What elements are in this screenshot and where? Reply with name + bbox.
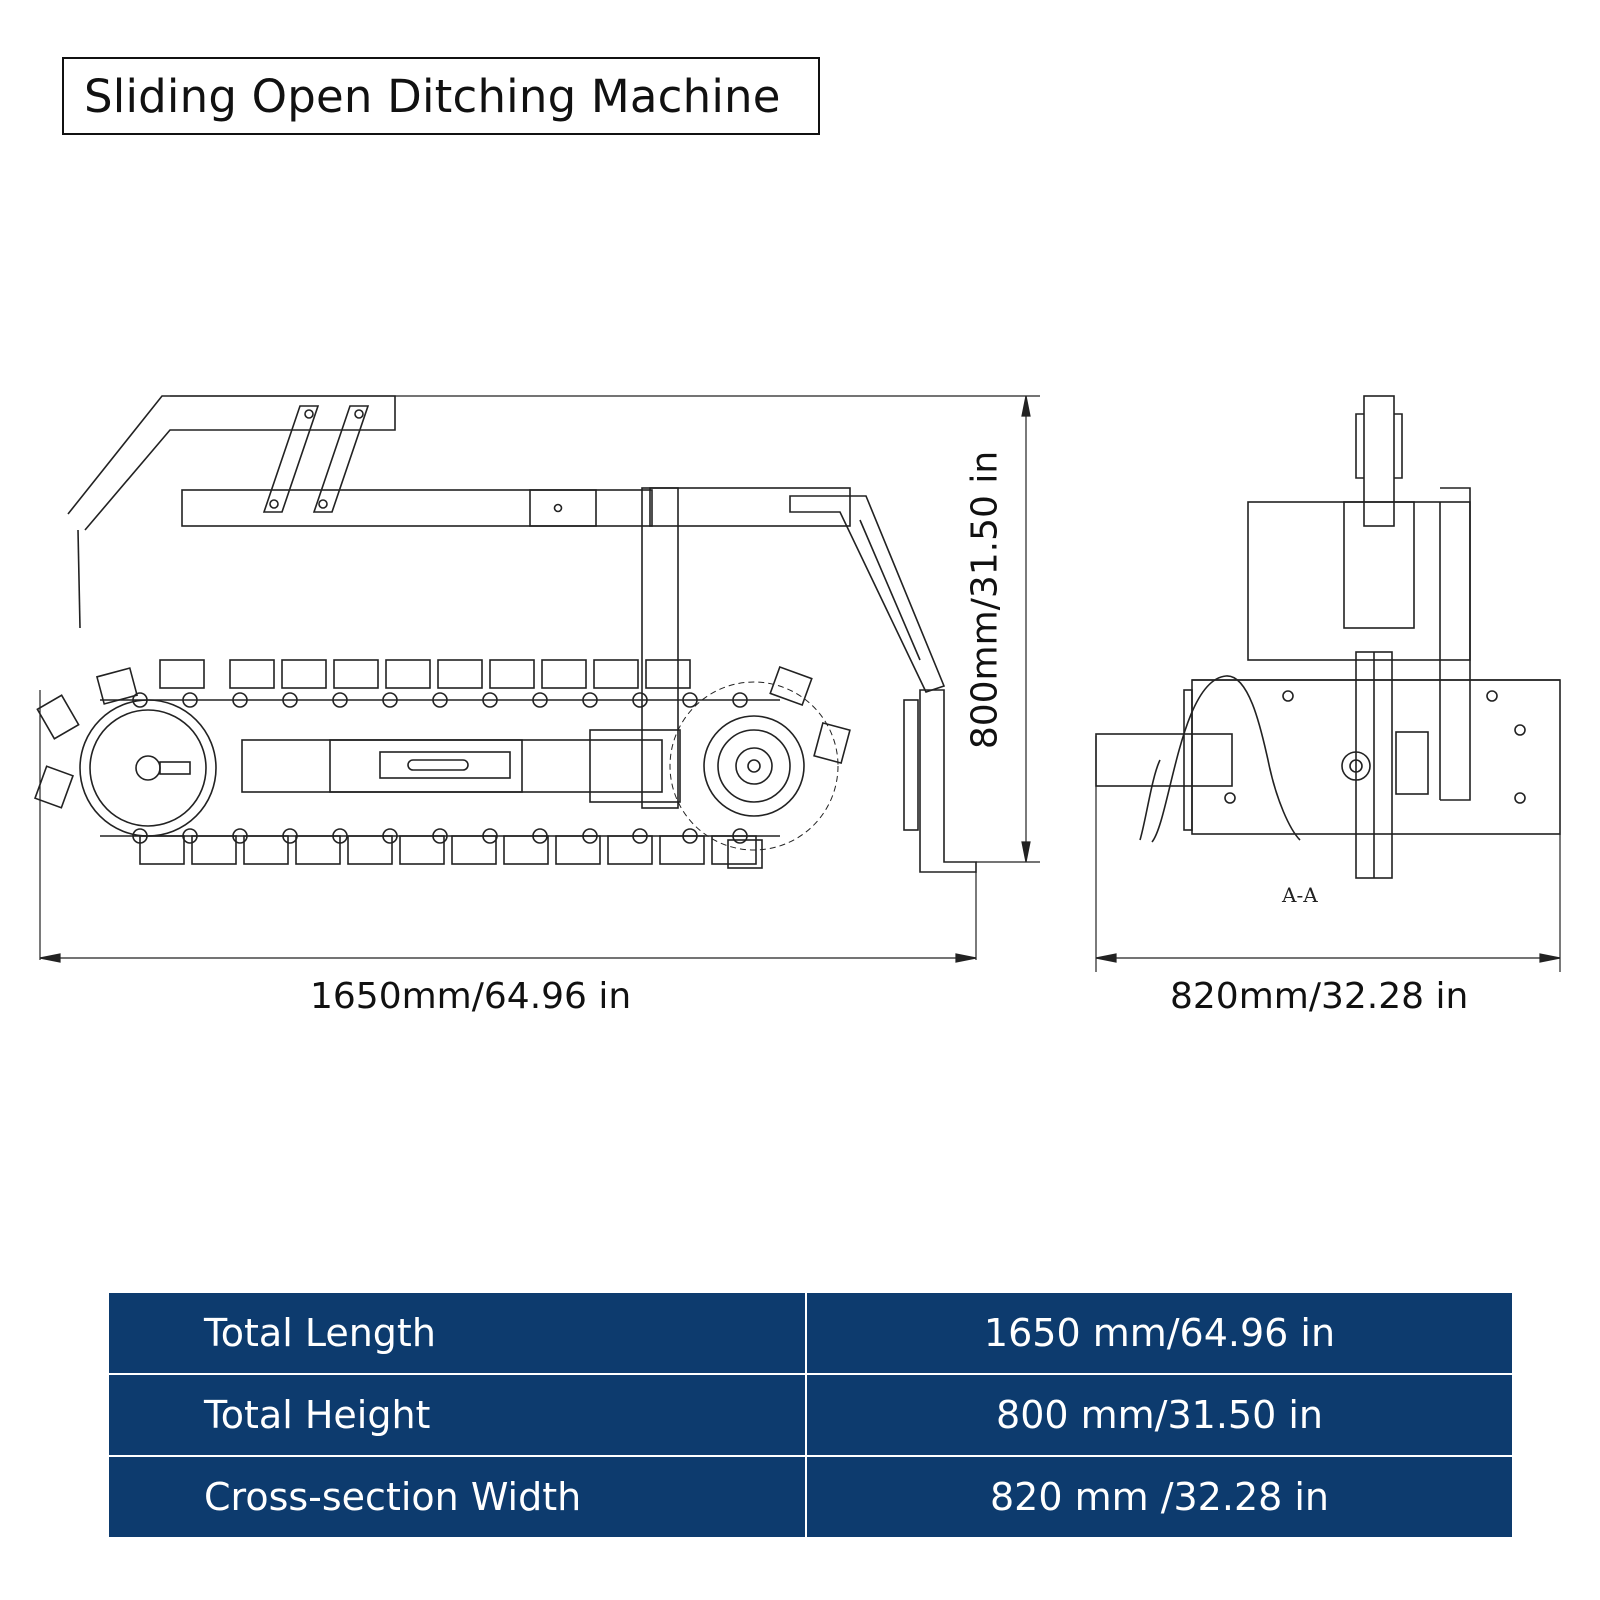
section-label: A-A (1282, 883, 1318, 907)
upper-teeth (159, 659, 691, 689)
spec-label: Total Height (107, 1373, 807, 1457)
main-beam (181, 489, 653, 527)
spec-label: Total Length (107, 1291, 807, 1375)
auger-shaft (1095, 733, 1233, 787)
width-dimension (1095, 736, 1561, 972)
idler-wheel (89, 709, 207, 827)
table-row: Total Length 1650 mm/64.96 in (107, 1291, 1514, 1375)
height-dimension (976, 395, 1040, 863)
section-mast (1343, 501, 1415, 629)
slide-rails (241, 739, 663, 793)
chain-rollers (132, 692, 748, 844)
spec-value: 820 mm /32.28 in (805, 1455, 1514, 1539)
linkage-rods (262, 405, 370, 513)
spec-label: Cross-section Width (107, 1455, 807, 1539)
page-title: Sliding Open Ditching Machine (84, 69, 781, 123)
width-dimension-label: 820mm/32.28 in (1170, 976, 1469, 1017)
title-box: Sliding Open Ditching Machine (62, 57, 820, 135)
side-view (34, 395, 1040, 963)
table-row: Total Height 800 mm/31.50 in (107, 1373, 1514, 1457)
length-dimension (39, 690, 977, 963)
mast (641, 487, 679, 809)
chain-boom (34, 659, 851, 869)
drive-sprocket (669, 681, 839, 851)
slanted-arm (789, 495, 946, 693)
table-row: Cross-section Width 820 mm /32.28 in (107, 1455, 1514, 1539)
length-dimension-label: 1650mm/64.96 in (310, 976, 632, 1017)
spec-table: Total Length 1650 mm/64.96 in Total Heig… (107, 1291, 1514, 1539)
auger-spiral (1151, 675, 1301, 843)
spec-value: 800 mm/31.50 in (805, 1373, 1514, 1457)
gear-housing (1247, 501, 1471, 661)
height-dimension-label: 800mm/31.50 in (964, 450, 1006, 750)
section-view (1095, 395, 1561, 972)
base-box (1191, 679, 1561, 835)
spec-value: 1650 mm/64.96 in (805, 1291, 1514, 1375)
lower-teeth (139, 835, 757, 865)
